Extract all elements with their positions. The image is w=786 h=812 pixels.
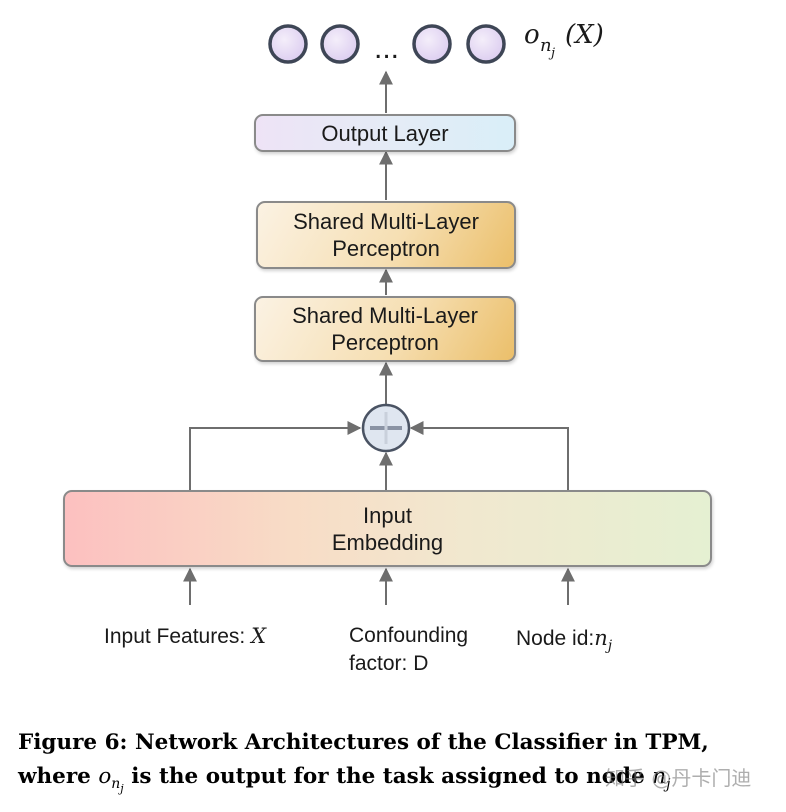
output-layer-box: Output Layer xyxy=(254,114,516,152)
output-function-label: onj(X) xyxy=(524,20,604,61)
input-embedding-line2: Embedding xyxy=(331,529,444,555)
output-node xyxy=(466,24,506,64)
output-nodes xyxy=(268,24,506,64)
input-features-label: Input Features: X xyxy=(104,624,267,648)
combine-operator xyxy=(361,403,411,453)
shared-mlp-top-line1: Shared Multi-Layer xyxy=(293,209,479,234)
shared-mlp-bottom-box: Shared Multi-Layer Perceptron xyxy=(254,296,516,362)
output-node xyxy=(320,24,360,64)
watermark: 知乎 @丹卡门迪 xyxy=(605,766,752,790)
input-embedding-box: Input Embedding xyxy=(63,490,712,567)
arrow-node-id-to-combine xyxy=(409,421,569,490)
shared-mlp-bottom-line2: Perceptron xyxy=(331,330,439,355)
figure-caption-line1: Figure 6: Network Architectures of the C… xyxy=(18,730,709,755)
shared-mlp-top-line2: Perceptron xyxy=(332,236,440,261)
output-node xyxy=(412,24,452,64)
arrow-features-to-combine xyxy=(189,421,362,490)
output-nodes-ellipsis: ... xyxy=(374,32,399,65)
confounding-factor-label: Confounding factor: D xyxy=(349,624,469,675)
node-id-label: Node id:nj xyxy=(516,626,613,655)
input-embedding-line1: Input xyxy=(363,502,412,528)
shared-mlp-top-box: Shared Multi-Layer Perceptron xyxy=(256,201,516,269)
shared-mlp-bottom-line1: Shared Multi-Layer xyxy=(292,303,478,328)
output-node xyxy=(268,24,308,64)
figure-caption-line2: where onj is the output for the task ass… xyxy=(18,764,671,796)
output-layer-label: Output Layer xyxy=(321,120,449,146)
